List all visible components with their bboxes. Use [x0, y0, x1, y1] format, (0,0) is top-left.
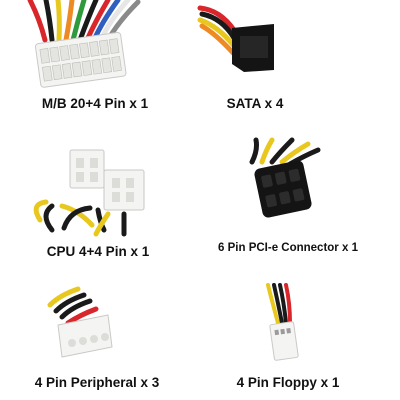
atx-24pin-connector-icon [27, 0, 141, 88]
item-cpu: CPU 4+4 Pin x 1 [0, 140, 200, 260]
item-floppy: 4 Pin Floppy x 1 [200, 283, 400, 400]
item-floppy-label: 4 Pin Floppy x 1 [236, 375, 340, 390]
item-molex-label: 4 Pin Peripheral x 3 [34, 375, 160, 390]
item-pcie-label: 6 Pin PCI-e Connector x 1 [218, 242, 358, 254]
item-mb: M/B 20+4 Pin x 1 [0, 0, 200, 130]
item-sata-label: SATA x 4 [226, 96, 284, 111]
item-mb-label: M/B 20+4 Pin x 1 [41, 96, 149, 111]
item-pcie: 6 Pin PCI-e Connector x 1 [200, 137, 400, 260]
floppy-connector-icon [266, 283, 299, 361]
sata-power-connector-icon [197, 5, 274, 72]
item-sata: SATA x 4 [197, 0, 400, 130]
cpu-8pin-connector-icon [33, 149, 145, 237]
molex-connector-icon [47, 286, 113, 358]
pcie-6pin-connector-icon [249, 137, 321, 218]
item-molex: 4 Pin Peripheral x 3 [0, 285, 200, 400]
item-cpu-label: CPU 4+4 Pin x 1 [46, 244, 150, 259]
